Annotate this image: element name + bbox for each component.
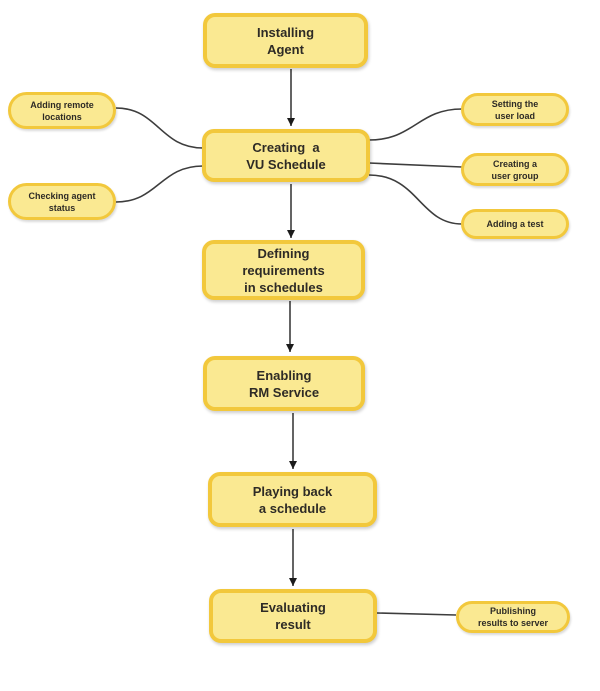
node-label-line: Defining [257,245,310,261]
node-label-line: user group [491,170,539,181]
node-label-line: Playing back [252,483,333,499]
side-node-setting-user-load: Setting the user load [461,93,569,126]
connector-adding-remote-to-vu [115,107,204,149]
side-node-creating-user-group: Creating a user group [461,153,569,186]
connector-vu-to-adding-test [368,174,463,225]
node-label-line: Adding remote [30,99,94,110]
node-label-line: Enabling [256,367,312,383]
side-node-adding-a-test: Adding a test [461,209,569,239]
flow-node-creating-vu-schedule: Creating a VU Schedule [202,129,370,182]
node-label-line: VU Schedule [246,156,326,172]
node-label-line: status [48,202,76,213]
node-label-line: Checking agent [28,190,96,201]
node-label-line: Installing [256,24,315,40]
flow-node-playing-back-schedule: Playing back a schedule [208,472,377,527]
node-label-line: Agent [267,41,304,57]
node-label-line: requirements [242,262,325,278]
connector-vu-to-creating-group [368,162,463,168]
node-label-line: Creating a [492,158,537,169]
node-label-line: locations [42,111,82,122]
connector-checking-agent-to-vu [115,165,204,203]
connector-vu-to-setting-load [368,108,463,141]
connector-evaluating-to-publishing [376,612,457,616]
node-label-line: Evaluating [260,600,326,615]
node-label-line: in schedules [244,279,323,295]
flow-node-defining-requirements: Defining requirements in schedules [202,240,365,300]
node-label-line: result [275,617,311,632]
node-label-line: results to server [477,618,549,628]
flow-node-evaluating-result: Evaluating result [209,589,377,643]
flow-node-installing-agent: Installing Agent [203,13,368,68]
node-label-line: RM Service [248,384,320,400]
node-label-line: Setting the [491,98,539,109]
side-node-adding-remote-locations: Adding remote locations [8,92,116,129]
node-label-line: Adding a test [486,219,544,229]
node-label-line: a schedule [258,500,327,516]
side-node-publishing-results: Publishing results to server [456,601,570,633]
node-label-line: user load [494,110,535,121]
node-label-line: Creating a [252,139,320,155]
node-label-line: Publishing [490,606,536,616]
side-node-checking-agent-status: Checking agent status [8,183,116,220]
flow-node-enabling-rm-service: Enabling RM Service [203,356,365,411]
